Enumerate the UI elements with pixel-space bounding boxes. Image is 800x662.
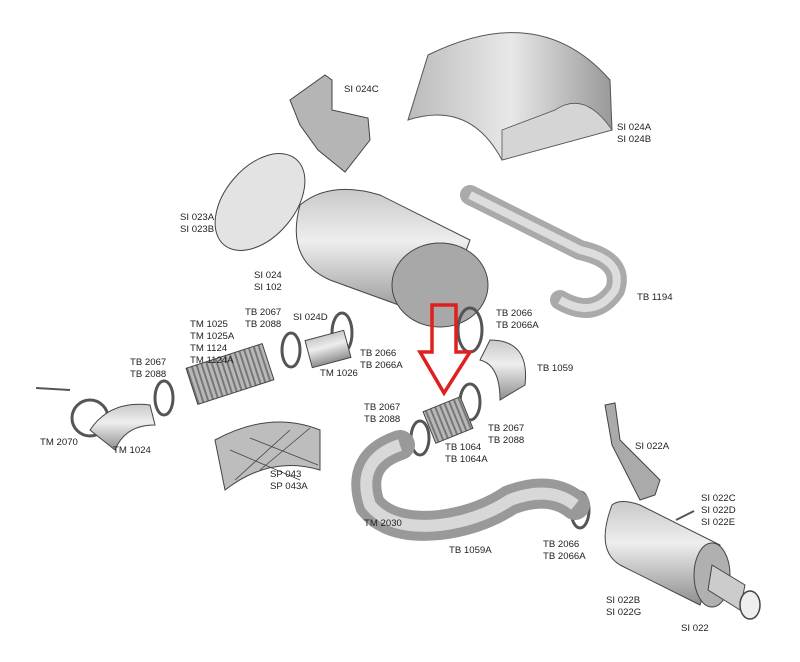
- elbow-pipe-part: [479, 339, 527, 401]
- callout-tb-1194: TB 1194: [637, 292, 673, 303]
- callout-tb-1059a: TB 1059A: [449, 545, 492, 556]
- bolt-part: [35, 387, 71, 391]
- protective-sleeve-part: [214, 421, 321, 491]
- highlight-arrow-icon: [416, 303, 474, 397]
- adapter-pipe-part: [304, 329, 352, 369]
- main-silencer-part: [295, 188, 489, 328]
- callout-si-022a: SI 022A: [635, 441, 670, 452]
- end-plate-part: [214, 153, 306, 251]
- bolt-part: [675, 510, 695, 521]
- callout-si-024c: SI 024C: [344, 84, 379, 95]
- elbow-part: [89, 403, 156, 451]
- callout-tm-1026: TM 1026: [320, 368, 358, 379]
- callout-tm-2070: TM 2070: [40, 437, 78, 448]
- callout-si-022: SI 022: [681, 623, 709, 634]
- callout-si-024d: SI 024D: [293, 312, 328, 323]
- heat-shield-part: [407, 32, 613, 161]
- callout-tb-1059: TB 1059: [537, 363, 574, 374]
- callout-tm-2030: TM 2030: [364, 518, 402, 529]
- bracket-part: [289, 74, 371, 173]
- bellows-part: [422, 396, 474, 444]
- flex-hose-part: [185, 342, 275, 406]
- callout-tm-1024: TM 1024: [113, 445, 151, 456]
- rear-silencer-part: [604, 501, 761, 620]
- hanger-bracket-part: [604, 402, 661, 501]
